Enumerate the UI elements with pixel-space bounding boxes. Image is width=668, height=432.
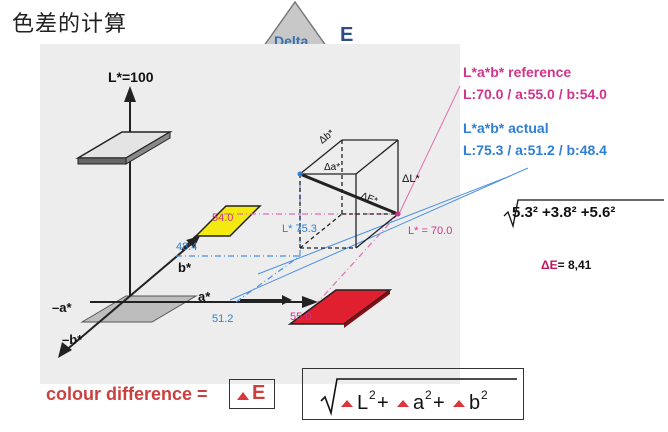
formula-b-sq: 2	[481, 388, 488, 402]
delta-triangle-icon	[341, 400, 353, 407]
formula-a: a	[413, 392, 425, 414]
actual-a-guide	[235, 255, 301, 303]
calculation-result: ΔE= 8,41	[541, 258, 591, 272]
b-axis	[63, 239, 197, 353]
formula-plus-1: +	[377, 392, 389, 414]
delta-e-vector	[299, 172, 399, 216]
a-ref-label: 55.0	[290, 311, 311, 323]
sqrt-icon	[503, 199, 664, 229]
delta-e-box: E	[229, 379, 275, 409]
b-neg-label: –b*	[62, 332, 83, 347]
formula-sqrt-icon	[320, 378, 517, 417]
delta-e-symbol: ΔE	[541, 258, 558, 272]
delta-e-letter: E	[340, 24, 354, 46]
reference-title: L*a*b* reference	[463, 64, 572, 80]
a-act-label: 51.2	[212, 313, 233, 325]
formula-b: b	[469, 392, 480, 414]
delta-triangle-icon	[453, 400, 465, 407]
delta-e-value: = 8,41	[557, 258, 592, 272]
arrow-down-left-icon	[58, 342, 72, 358]
page-title: 色差的计算	[12, 12, 128, 37]
formula-l: L	[357, 392, 368, 414]
a-neg-label: –a*	[52, 300, 72, 315]
delta-e-box-letter: E	[252, 382, 266, 404]
b-axis-label: b*	[178, 260, 192, 275]
arrow-up-right-icon	[186, 236, 200, 248]
l-axis-label: L*=100	[108, 69, 154, 85]
actual-leader-line	[229, 167, 529, 301]
yellow-plate	[194, 205, 262, 237]
b-arrow	[181, 235, 197, 251]
reference-values: L:70.0 / a:55.0 / b:54.0	[463, 86, 607, 102]
b-act-label: 48.4	[176, 241, 197, 253]
calculation-expression: 5.3² +3.8² +5.6²	[512, 204, 616, 221]
actual-point	[297, 171, 303, 177]
l-ref-label: L* = 70.0	[408, 225, 452, 237]
formula-l-sq: 2	[369, 388, 376, 402]
red-plate-edge	[344, 290, 390, 328]
delta-l-label: ΔL*	[402, 173, 420, 185]
delta-triangle-icon	[397, 400, 409, 407]
arrow-right-small-icon	[282, 295, 292, 305]
top-plate-edge	[77, 157, 127, 165]
colour-difference-label: colour difference =	[46, 384, 208, 404]
actual-title: L*a*b* actual	[463, 120, 549, 136]
formula-a-sq: 2	[425, 388, 432, 402]
arrow-right-icon	[302, 296, 318, 308]
b-ref-label: 54.0	[212, 212, 233, 224]
actual-values: L:75.3 / a:51.2 / b:48.4	[463, 142, 607, 158]
reference-leader-line	[397, 85, 461, 217]
delta-triangle-icon	[237, 392, 249, 400]
l-act-label: L* 75.3	[282, 223, 317, 235]
reference-point	[395, 211, 401, 217]
formula-graphic: L 2 + a 2 + b 2	[320, 378, 517, 417]
formula-plus-2: +	[433, 392, 445, 414]
a-axis-label: a*	[198, 289, 211, 304]
delta-a-label: Δa*	[324, 162, 340, 173]
top-plate-side	[125, 131, 171, 165]
arrow-up-icon	[124, 86, 136, 102]
delta-cube	[299, 139, 399, 249]
formula-box: L 2 + a 2 + b 2	[302, 368, 524, 420]
